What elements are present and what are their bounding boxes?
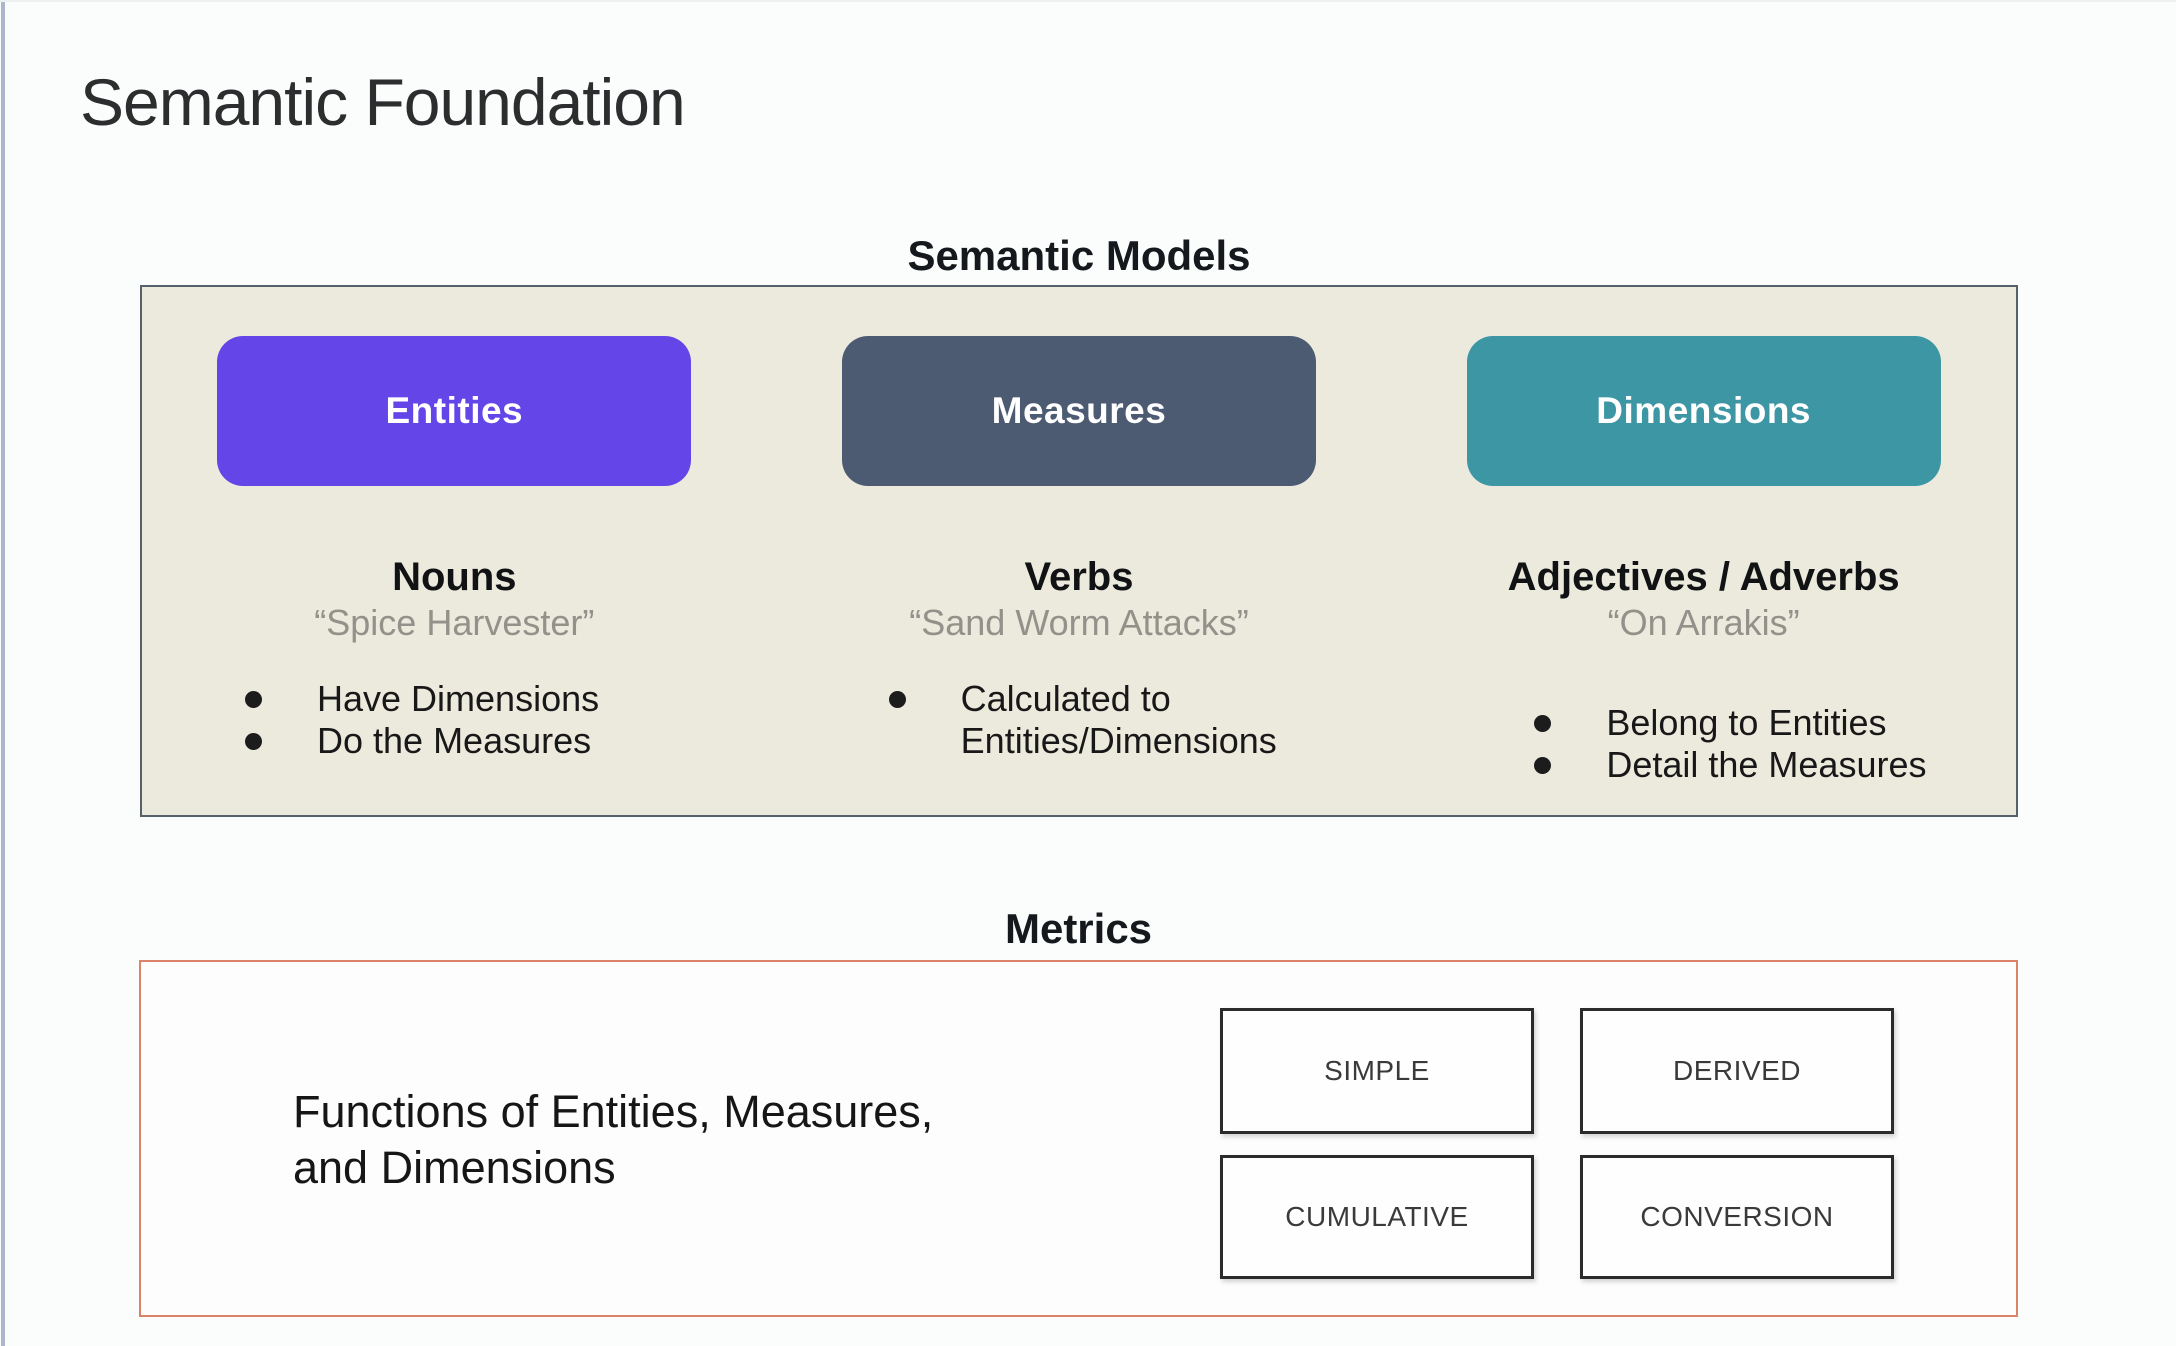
window-left-border	[1, 2, 5, 1346]
list-item: Have Dimensions	[245, 678, 767, 720]
list-item: Calculated to Entities/Dimensions	[888, 678, 1392, 762]
bullet-label: Do the Measures	[317, 720, 592, 761]
measures-bullet-list: Calculated to Entities/Dimensions	[888, 678, 1392, 762]
bullet-dot	[1534, 757, 1552, 774]
metric-type-derived: DERIVED	[1580, 1008, 1894, 1134]
list-item: Belong to Entities	[1534, 702, 2016, 744]
metrics-description-line1: Functions of Entities, Measures,	[293, 1086, 934, 1137]
entities-bullet-list: Have Dimensions Do the Measures	[245, 678, 767, 762]
entities-column: Entities Nouns “Spice Harvester” Have Di…	[142, 287, 767, 815]
measures-pill: Measures	[841, 336, 1316, 486]
dimensions-pill: Dimensions	[1466, 336, 1941, 486]
metrics-description: Functions of Entities, Measures,and Dime…	[293, 1084, 933, 1196]
dimensions-bullet-list: Belong to Entities Detail the Measures	[1534, 702, 2016, 786]
measures-example-quote: “Sand Worm Attacks”	[909, 602, 1249, 643]
list-item: Do the Measures	[245, 720, 767, 762]
entities-pill: Entities	[217, 336, 692, 486]
list-item: Detail the Measures	[1534, 744, 2016, 786]
metric-type-simple: SIMPLE	[1220, 1008, 1534, 1134]
entities-example-quote: “Spice Harvester”	[314, 602, 595, 643]
bullet-label: Have Dimensions	[317, 678, 600, 719]
metric-type-cumulative: CUMULATIVE	[1220, 1155, 1534, 1279]
page-title: Semantic Foundation	[80, 65, 686, 139]
semantic-models-heading: Semantic Models	[907, 232, 1251, 279]
bullet-dot	[245, 733, 262, 750]
measures-role-label: Verbs	[1024, 555, 1134, 599]
entities-role-label: Nouns	[392, 555, 517, 599]
measures-column: Measures Verbs “Sand Worm Attacks” Calcu…	[767, 287, 1392, 815]
bullet-dot	[245, 691, 262, 708]
metrics-heading: Metrics	[1004, 905, 1153, 952]
bullet-label: Detail the Measures	[1606, 744, 1927, 785]
bullet-label: Calculated to Entities/Dimensions	[960, 678, 1277, 761]
metric-type-grid: SIMPLE DERIVED CUMULATIVE CONVERSION	[1220, 1008, 1894, 1279]
bullet-dot	[888, 691, 906, 708]
bullet-dot	[1534, 715, 1552, 732]
bullet-label: Belong to Entities	[1606, 702, 1887, 743]
metrics-box: Functions of Entities, Measures,and Dime…	[139, 960, 2018, 1317]
metrics-description-line2: and Dimensions	[293, 1142, 616, 1193]
dimensions-example-quote: “On Arrakis”	[1607, 602, 1800, 643]
dimensions-column: Dimensions Adjectives / Adverbs “On Arra…	[1391, 287, 2016, 815]
metric-type-conversion: CONVERSION	[1580, 1155, 1894, 1279]
dimensions-role-label: Adjectives / Adverbs	[1507, 555, 1900, 599]
semantic-models-box: Entities Nouns “Spice Harvester” Have Di…	[140, 285, 2018, 817]
